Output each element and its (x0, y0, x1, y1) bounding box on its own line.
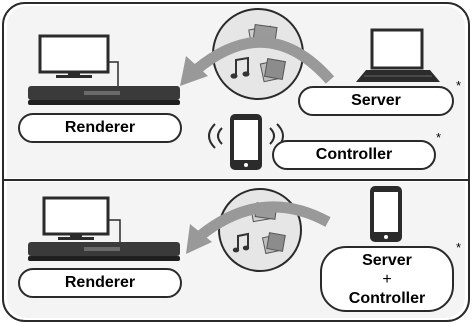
laptop-icon (356, 28, 440, 82)
curved-arrow-icon (196, 201, 331, 241)
blu-ray-player-icon (28, 242, 180, 261)
tv-icon (42, 196, 110, 240)
server-footnote-mark: * (456, 78, 462, 93)
curved-arrow-icon (192, 36, 335, 84)
controller-footnote-mark: * (436, 130, 442, 145)
media-circle-bottom (218, 188, 302, 272)
smartphone-icon (230, 114, 262, 170)
controller-label-bottom: Controller (348, 289, 426, 307)
video-icon (261, 232, 286, 255)
smartphone-icon (370, 186, 402, 242)
server-controller-label: Server + Controller (320, 246, 454, 312)
renderer-label-bottom: Renderer (18, 268, 182, 298)
server-controller-footnote-mark: * (456, 240, 462, 255)
tv-icon (38, 34, 110, 78)
renderer-label-top: Renderer (18, 113, 182, 143)
plus-sign: + (382, 270, 392, 288)
music-note-icon (230, 56, 250, 79)
server-label-bottom: Server (362, 251, 412, 269)
video-icon (259, 57, 287, 83)
controller-label-top: Controller (272, 140, 436, 170)
blu-ray-player-icon (28, 86, 180, 105)
wireless-signal-icon (208, 123, 284, 149)
server-label-top: Server (298, 86, 454, 116)
music-note-icon (232, 232, 250, 253)
